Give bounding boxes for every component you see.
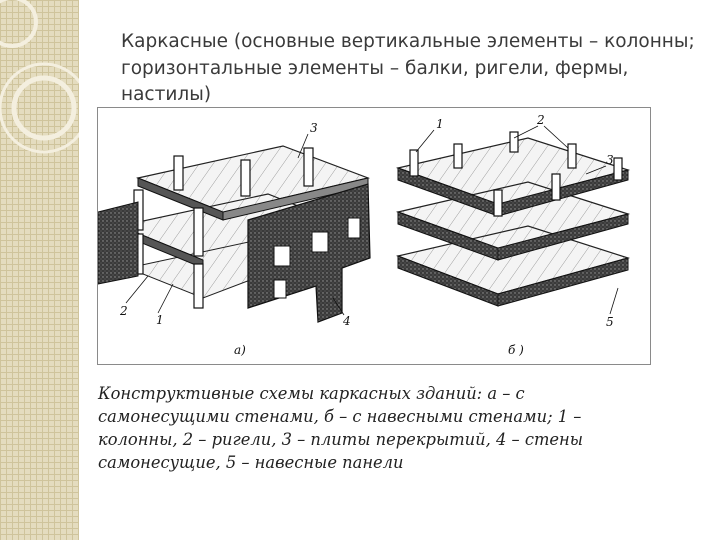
drawing-a <box>98 133 371 323</box>
sublabel-a: а) <box>234 343 246 357</box>
callout-b-1: 1 <box>436 117 444 131</box>
callout-b-3: 3 <box>606 153 614 167</box>
callout-a-3: 3 <box>310 121 318 135</box>
decorative-circles <box>0 0 79 154</box>
drawing-b <box>395 125 631 315</box>
decorative-side-strip <box>0 0 79 540</box>
callout-a-4: 4 <box>342 314 351 328</box>
slide-title: Каркасные (основные вертикальные элемент… <box>121 31 695 105</box>
sublabel-b: б ) <box>508 343 524 357</box>
callout-b-5: 5 <box>606 315 614 329</box>
figure-caption: Конструктивные схемы каркасных зданий: а… <box>98 384 584 472</box>
structural-figure: 3 2 1 4 1 2 3 5 а) б ) <box>97 107 651 365</box>
callout-a-1: 1 <box>156 313 164 327</box>
callout-a-2: 2 <box>119 304 128 318</box>
callout-b-2: 2 <box>536 113 545 127</box>
frame-building-drawings: 3 2 1 4 1 2 3 5 а) б ) <box>98 113 631 357</box>
